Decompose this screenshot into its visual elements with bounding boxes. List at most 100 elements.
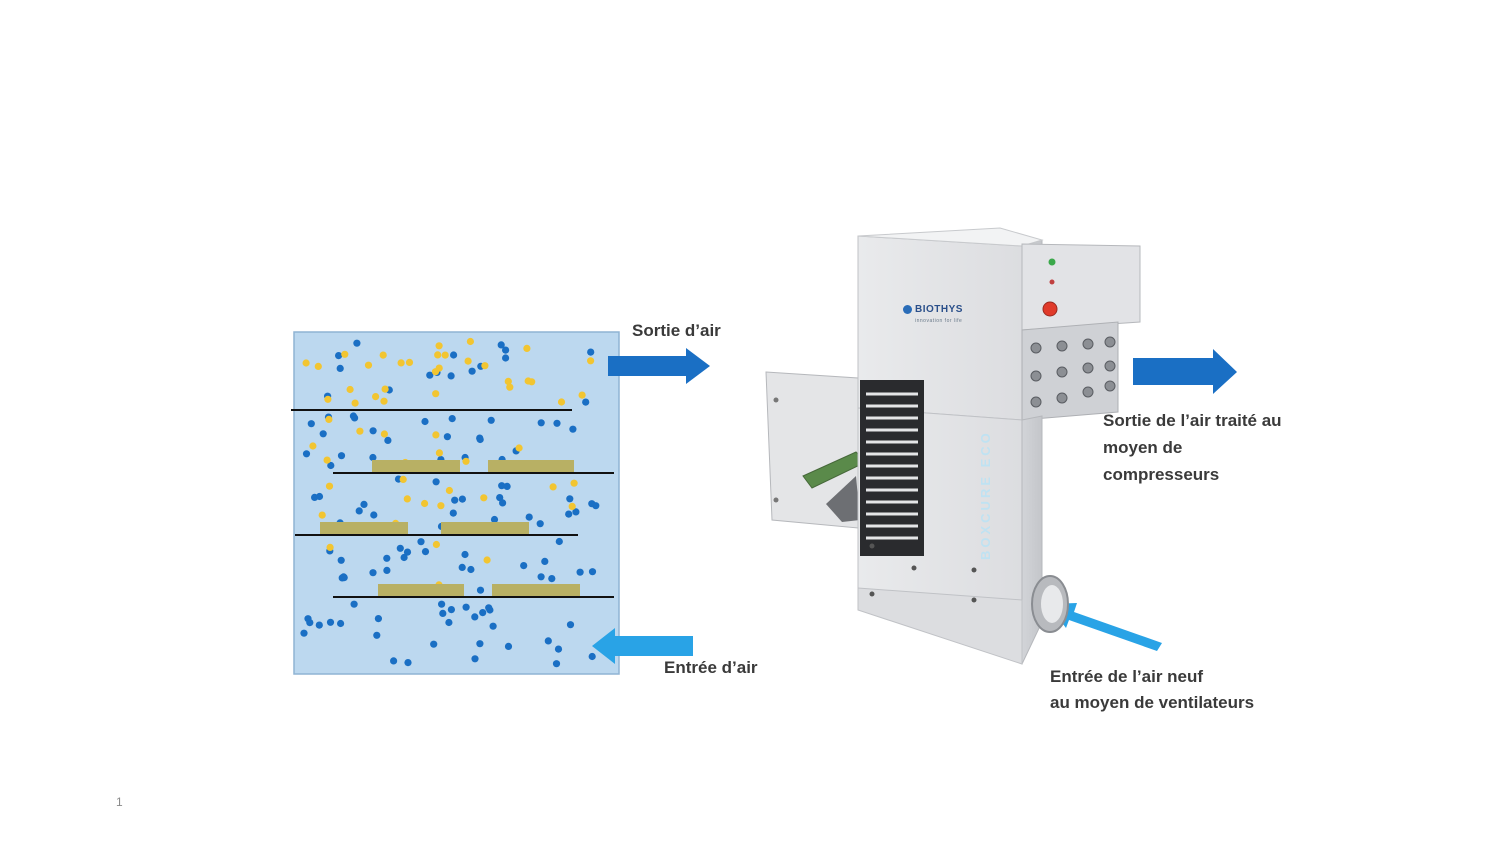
filter-pad (488, 460, 574, 472)
particle-blue (537, 573, 545, 581)
emergency-stop (1042, 301, 1058, 317)
particle-blue (552, 660, 561, 668)
particle-yellow (434, 351, 442, 359)
particle-blue (304, 615, 312, 623)
particle-yellow (421, 499, 429, 508)
particle-yellow (372, 393, 380, 401)
particle-blue (476, 435, 484, 444)
particle-yellow (466, 337, 474, 346)
particle-yellow (568, 502, 576, 510)
particle-blue (476, 640, 484, 648)
particle-blue (485, 604, 493, 612)
particle-blue (417, 538, 425, 546)
compressor-outlet-panel (1021, 321, 1119, 421)
particle-yellow (432, 390, 440, 398)
filter-pad (378, 584, 464, 596)
particle-yellow (403, 495, 411, 503)
filter-pad (320, 522, 408, 534)
air-out-arrow (608, 348, 710, 384)
particle-blue (502, 346, 510, 354)
particle-blue (307, 420, 315, 428)
particle-yellow (379, 351, 387, 359)
particle-blue (490, 515, 499, 524)
particle-blue (471, 655, 479, 663)
fresh-air-in-arrow (1048, 603, 1162, 651)
particle-blue (421, 548, 430, 556)
particle-blue (544, 637, 552, 645)
particle-blue (302, 450, 311, 458)
particle-blue (443, 433, 451, 441)
particle-blue (555, 537, 563, 546)
particle-yellow (464, 357, 472, 365)
particle-blue (554, 645, 563, 653)
particle-yellow (309, 442, 317, 450)
particle-blue (430, 640, 438, 648)
particle-yellow (557, 398, 566, 406)
particle-blue (553, 419, 561, 427)
label-line: moyen de (1103, 438, 1183, 457)
particle-blue (497, 341, 505, 349)
particle-blue (370, 511, 378, 519)
particle-blue (498, 482, 506, 490)
particle-yellow (302, 359, 310, 367)
particle-blue (536, 520, 544, 528)
particle-yellow (462, 457, 470, 465)
particle-blue (326, 618, 335, 626)
particle-yellow (326, 543, 334, 552)
particle-yellow (364, 361, 373, 369)
label-line: au moyen de ventilateurs (1050, 693, 1255, 712)
particle-blue (504, 642, 513, 651)
label-air-inlet: Entrée d’air (664, 658, 758, 677)
label-line: Sortie de l’air traité au (1103, 411, 1282, 430)
particle-blue (582, 398, 590, 406)
particle-blue (445, 618, 453, 627)
particle-blue (449, 509, 457, 517)
particle-yellow (432, 431, 440, 439)
particle-yellow (435, 449, 443, 457)
particle-blue (537, 419, 545, 427)
particle-yellow (445, 486, 453, 495)
brand-name: BIOTHYS (915, 304, 963, 315)
brand-tagline: innovation for life (915, 318, 963, 324)
side-text: BOXCURE ECO (978, 430, 993, 560)
particle-yellow (483, 556, 491, 564)
particle-blue (300, 629, 308, 637)
particle-yellow (314, 362, 322, 370)
particle-yellow (380, 430, 388, 438)
particle-blue (548, 575, 556, 583)
particle-blue (458, 495, 466, 503)
particle-yellow (515, 444, 523, 452)
particle-blue (384, 436, 392, 444)
particle-yellow (341, 350, 349, 358)
particle-blue (439, 609, 447, 618)
particle-yellow (325, 415, 333, 423)
particle-blue (587, 348, 595, 356)
particle-blue (569, 425, 577, 433)
particle-blue (438, 600, 446, 608)
particle-blue (396, 544, 404, 552)
particle-blue (566, 495, 574, 503)
particle-yellow (325, 482, 334, 490)
particle-blue (421, 417, 429, 426)
particle-blue (369, 569, 377, 577)
particle-yellow (324, 395, 332, 403)
particle-blue (350, 600, 358, 608)
particle-blue (355, 507, 363, 515)
particle-blue (462, 603, 470, 611)
particle-yellow (435, 342, 443, 350)
particle-blue (337, 619, 345, 628)
particle-blue (588, 500, 596, 508)
particle-yellow (432, 540, 440, 549)
particle-yellow (481, 362, 489, 370)
particle-blue (337, 452, 346, 460)
particle-blue (572, 508, 580, 516)
filter-pad (372, 460, 460, 472)
page-number: 1 (116, 795, 123, 809)
control-box (1021, 243, 1141, 331)
particle-blue (503, 482, 511, 490)
particle-yellow (549, 483, 557, 491)
particle-blue (337, 556, 345, 564)
